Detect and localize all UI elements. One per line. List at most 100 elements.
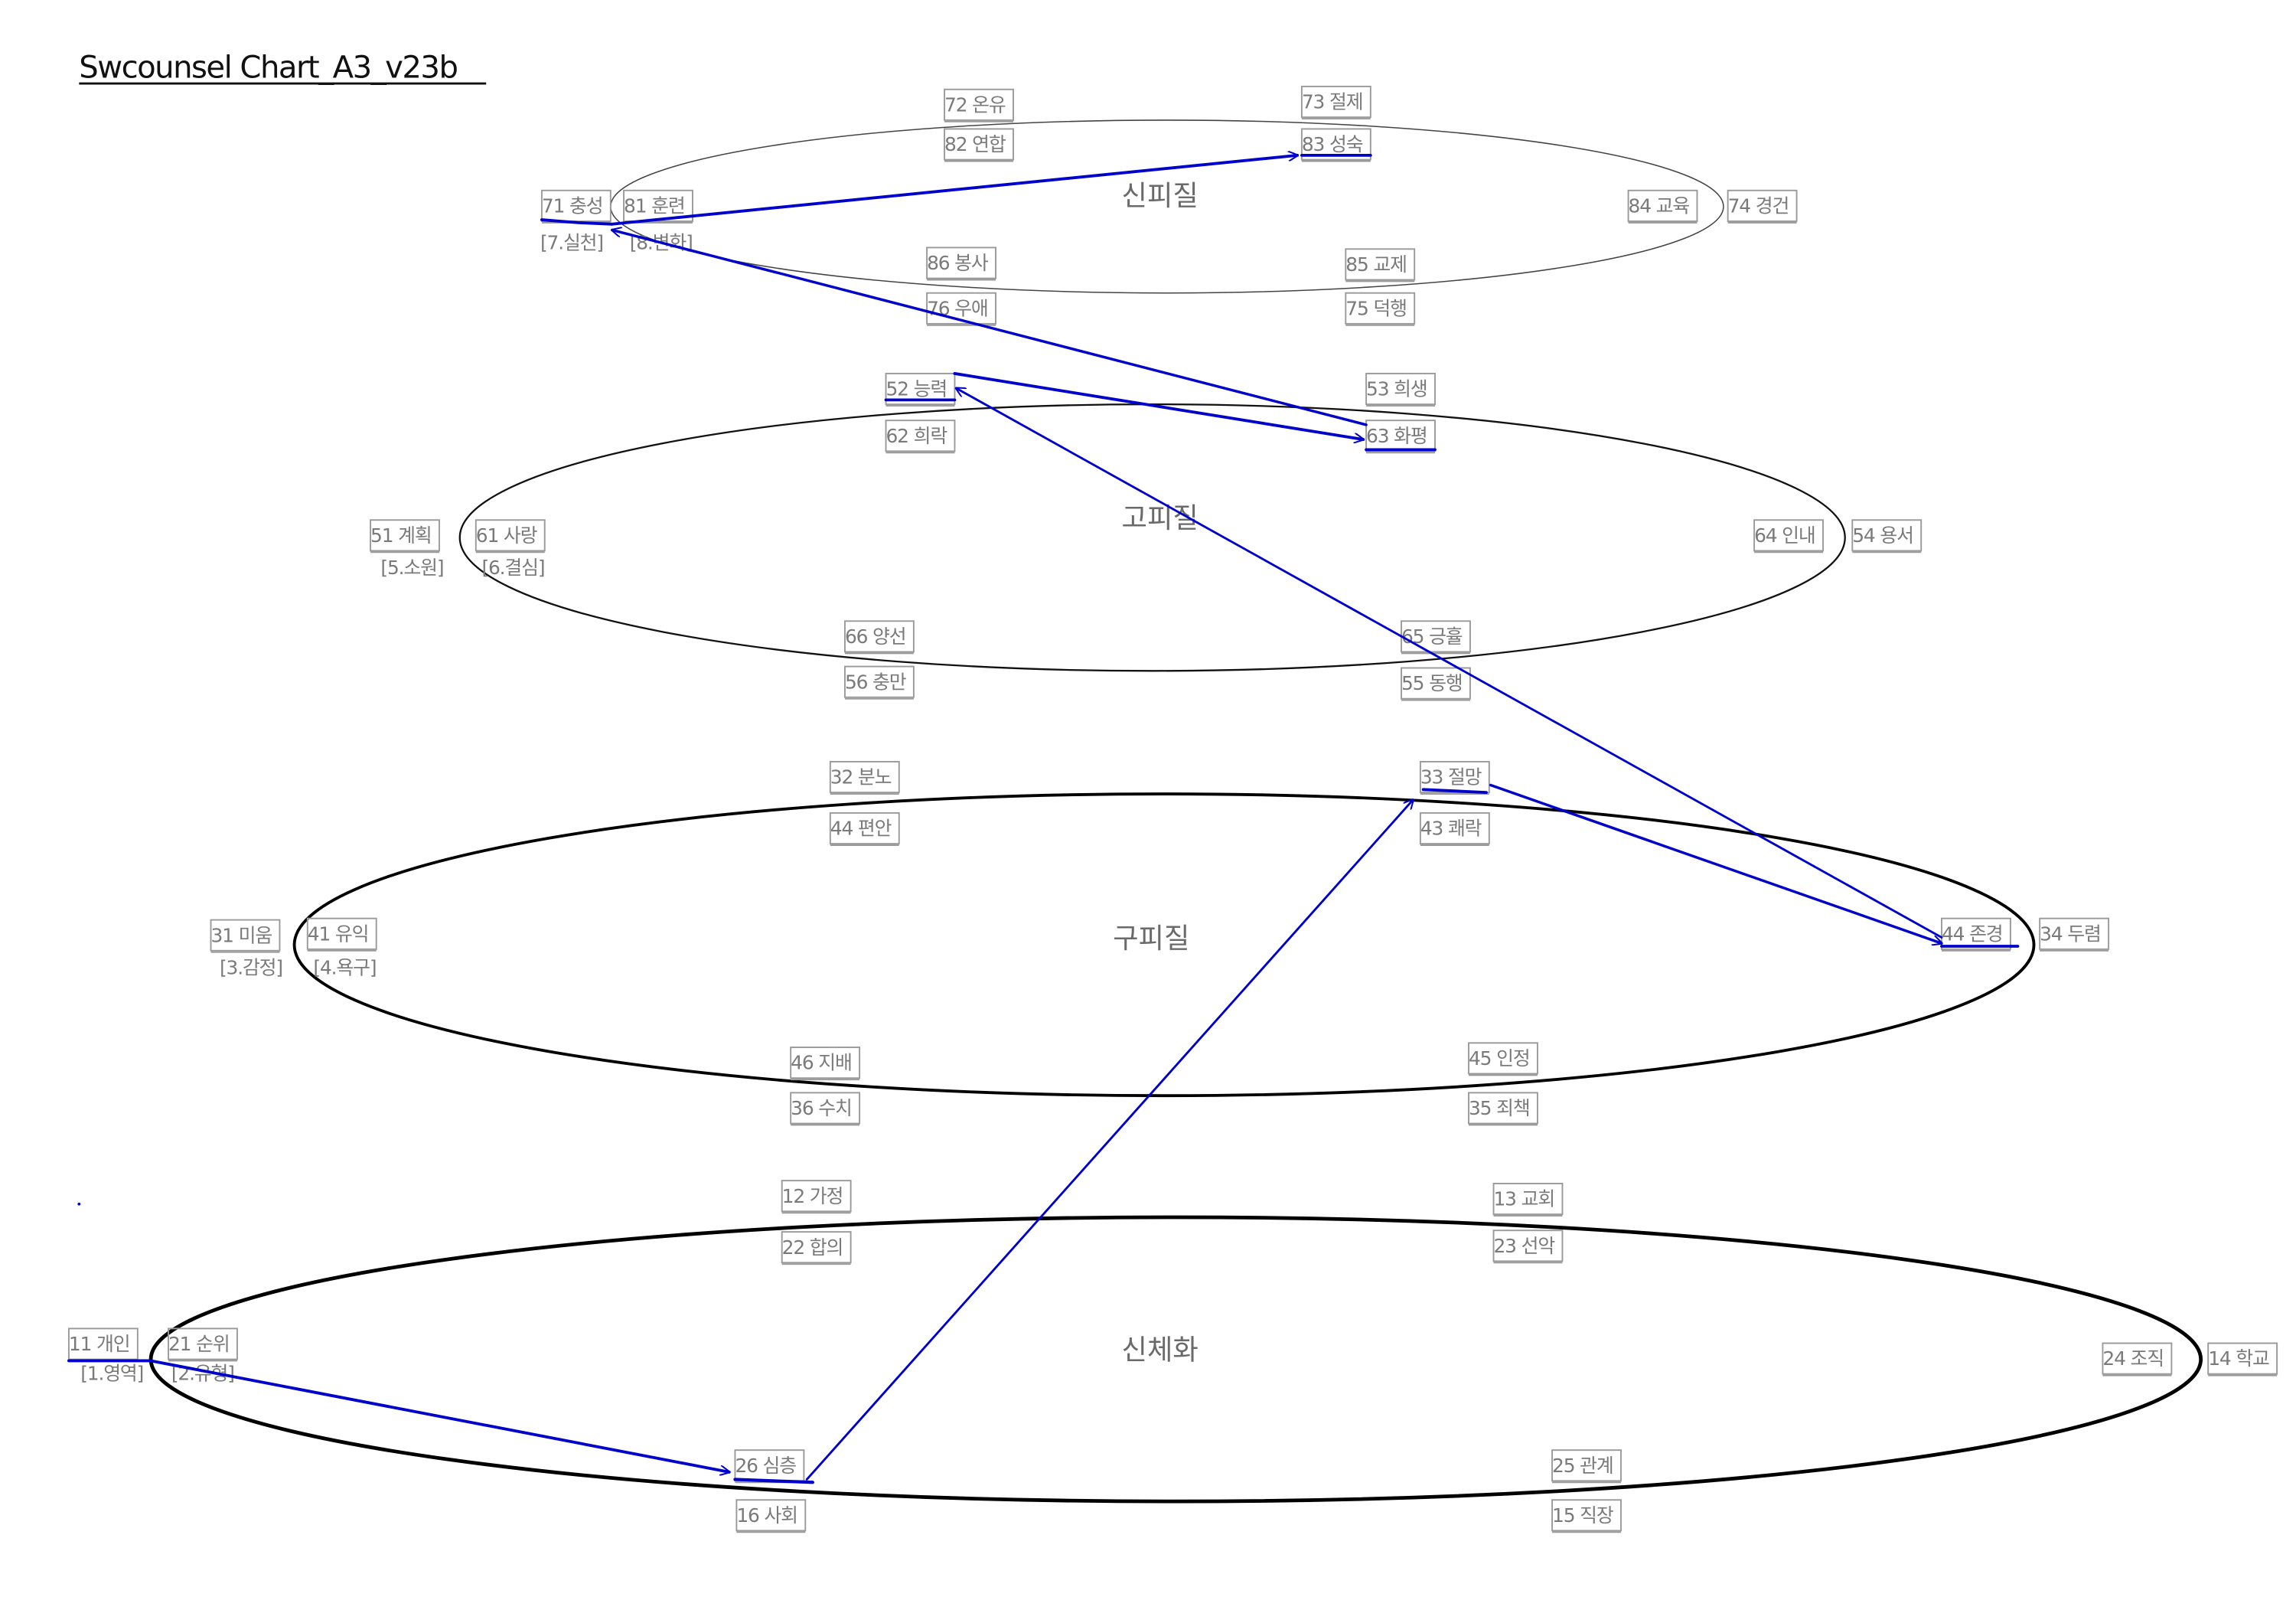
node-box[interactable]: 74 경건 <box>1727 189 1798 224</box>
node-frame <box>2039 917 2110 950</box>
node-label: 62 희락 <box>886 425 948 447</box>
node-frame <box>829 812 900 845</box>
node-box[interactable]: 55 동행 <box>1401 667 1471 701</box>
node-label: 41 유익 <box>308 923 369 945</box>
group-title: 고피질 <box>1122 501 1199 534</box>
underline-26 <box>733 1478 814 1484</box>
arrow-11-to-26 <box>149 1359 729 1471</box>
node-label: 71 충성 <box>542 194 603 217</box>
node-label: 53 희생 <box>1366 378 1427 400</box>
node-box[interactable]: 73 절제 <box>1300 85 1371 119</box>
node-box[interactable]: 32 분노 <box>829 760 900 795</box>
node-label: 33 절망 <box>1420 766 1482 789</box>
node-box[interactable]: 35 죄책 <box>1468 1092 1538 1126</box>
node-box[interactable]: 16 사회 <box>735 1499 807 1533</box>
node-label: 56 충만 <box>845 671 906 693</box>
node-box[interactable]: 86 봉사 <box>926 247 996 281</box>
node-box[interactable]: 52 능력 <box>885 372 956 407</box>
node-box[interactable]: 51 계획 <box>370 519 440 554</box>
node-frame <box>1419 812 1490 845</box>
node-label: 43 쾌락 <box>1420 818 1482 840</box>
node-box[interactable]: 43 쾌락 <box>1419 812 1490 846</box>
group-title: 신체화 <box>1122 1334 1199 1367</box>
node-label: 16 사회 <box>736 1504 797 1527</box>
node-box[interactable]: 56 충만 <box>843 665 915 700</box>
node-box[interactable]: 14 학교 <box>2207 1342 2278 1376</box>
node-frame <box>790 1047 861 1079</box>
node-frame <box>843 620 915 653</box>
node-box[interactable]: 61 사랑 <box>475 519 546 554</box>
arrow-44-to-52 <box>956 388 1943 939</box>
node-box[interactable]: 22 합의 <box>781 1231 852 1265</box>
node-label: 86 봉사 <box>927 252 989 274</box>
node-box[interactable]: 34 두렴 <box>2039 917 2110 952</box>
node-frame <box>944 88 1014 121</box>
node-frame <box>2102 1342 2173 1375</box>
node-box[interactable]: 65 긍휼 <box>1401 620 1471 655</box>
underline-71 <box>540 218 614 226</box>
node-box[interactable]: 66 양선 <box>843 620 915 655</box>
node-label: 55 동행 <box>1401 672 1463 694</box>
node-label: 75 덕행 <box>1345 297 1407 319</box>
node-box[interactable]: 81 훈련 <box>623 189 693 224</box>
node-box[interactable]: 26 심층 <box>734 1449 805 1484</box>
node-label: 32 분노 <box>830 766 892 789</box>
node-frame <box>926 292 996 325</box>
node-box[interactable]: 15 직장 <box>1551 1499 1622 1533</box>
node-label: 63 화평 <box>1366 425 1427 447</box>
node-frame <box>1551 1499 1622 1532</box>
node-frame <box>1401 667 1471 700</box>
node-box[interactable]: 11 개인 <box>67 1327 139 1362</box>
node-box[interactable]: 72 온유 <box>944 88 1014 122</box>
node-box[interactable]: 64 인내 <box>1753 519 1824 554</box>
node-box[interactable]: 12 가정 <box>781 1180 852 1214</box>
node-label: 54 용서 <box>1852 524 1913 547</box>
arrow-33-to-44 <box>1489 783 1942 944</box>
node-box[interactable]: 24 조직 <box>2102 1342 2173 1376</box>
node-label: 44 존경 <box>1942 923 2003 945</box>
node-box[interactable]: 62 희락 <box>885 420 956 454</box>
node-box[interactable]: 44 존경 <box>1941 917 2011 952</box>
node-frame <box>944 128 1014 161</box>
node-frame <box>168 1327 238 1360</box>
node-box[interactable]: 84 교육 <box>1627 189 1698 224</box>
node-box[interactable]: 45 인정 <box>1468 1042 1538 1076</box>
node-box[interactable]: 53 희생 <box>1365 372 1436 407</box>
node-box[interactable]: 76 우애 <box>926 292 996 326</box>
node-box[interactable]: 71 충성 <box>540 189 612 224</box>
node-frame <box>926 247 996 279</box>
node-box[interactable]: 82 연합 <box>944 128 1014 162</box>
node-box[interactable]: 36 수치 <box>790 1092 861 1126</box>
node-box[interactable]: 21 순위 <box>168 1327 238 1362</box>
chart-title: Swcounsel Chart_A3_v23b <box>79 50 457 85</box>
node-label: 61 사랑 <box>476 524 538 547</box>
node-frame <box>1468 1092 1538 1125</box>
node-box[interactable]: 83 성숙 <box>1300 128 1371 162</box>
node-label: 24 조직 <box>2102 1347 2164 1370</box>
node-label: 35 죄책 <box>1469 1097 1530 1119</box>
node-frame <box>829 760 900 794</box>
node-box[interactable]: 41 유익 <box>306 917 377 952</box>
arrow-71-to-83 <box>610 155 1297 226</box>
node-label: 36 수치 <box>791 1097 852 1119</box>
node-box[interactable]: 44 편안 <box>829 812 900 846</box>
node-sublabel: [6.결심] <box>481 557 544 579</box>
node-label: 72 온유 <box>944 93 1006 116</box>
node-label: 15 직장 <box>1552 1504 1613 1527</box>
node-label: 22 합의 <box>782 1236 843 1259</box>
node-label: 82 연합 <box>944 133 1006 155</box>
node-box[interactable]: 33 절망 <box>1419 760 1490 795</box>
node-box[interactable]: 75 덕행 <box>1345 292 1416 326</box>
node-box[interactable]: 13 교회 <box>1492 1183 1564 1217</box>
node-box[interactable]: 85 교제 <box>1345 248 1416 282</box>
node-box[interactable]: 23 선악 <box>1492 1229 1564 1264</box>
node-frame <box>370 519 440 552</box>
node-box[interactable]: 25 관계 <box>1551 1449 1622 1484</box>
node-box[interactable]: 54 용서 <box>1851 519 1923 554</box>
node-box[interactable]: 31 미움 <box>210 919 281 953</box>
node-box[interactable]: 63 화평 <box>1365 420 1436 454</box>
node-label: 46 지배 <box>791 1052 852 1074</box>
node-frame <box>1851 519 1923 552</box>
node-box[interactable]: 46 지배 <box>790 1047 861 1081</box>
